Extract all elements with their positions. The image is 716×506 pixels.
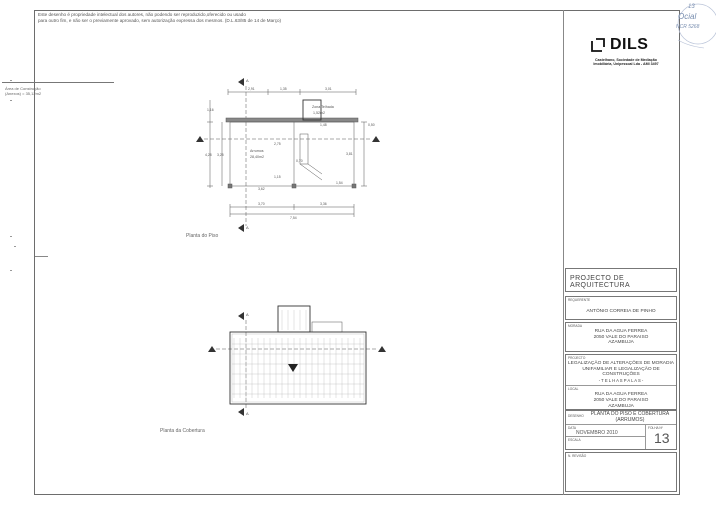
address-label: MORADA — [568, 324, 582, 328]
svg-text:1,48: 1,48 — [320, 123, 327, 127]
section-marker-roof-bottom-icon — [238, 408, 244, 416]
project-type-block: PROJECTO DE ARQUITECTURA — [565, 268, 677, 292]
section-marker-roof-left-icon — [208, 346, 216, 352]
area-value: (Anexos) = 35,12m2 — [5, 91, 42, 96]
room2-area: 28,40m2 — [250, 155, 264, 159]
sheet-label: FOLHA Nº — [648, 426, 663, 430]
margin-mark — [10, 80, 12, 81]
date-label: DATA — [568, 426, 577, 430]
title-block-divider — [563, 10, 564, 495]
location-line-2: 2050 VALE DO PARAISO — [593, 397, 649, 403]
margin-mark — [10, 270, 12, 271]
svg-text:1,35: 1,35 — [280, 87, 287, 91]
project-line-3: - T E L H A S P A L A S - — [598, 377, 644, 383]
svg-text:3,81: 3,81 — [346, 152, 353, 156]
project-label: PROJECTO — [568, 356, 586, 360]
svg-text:1,54: 1,54 — [336, 181, 343, 185]
section-marker-top-icon — [238, 78, 244, 86]
stamp-code: NCR 5268 — [676, 24, 700, 30]
svg-text:3,01: 3,01 — [325, 87, 332, 91]
location-line-1: RUA DA AGUA FERREA — [594, 392, 648, 398]
svg-text:1,16: 1,16 — [207, 108, 214, 112]
notice-line-2: para outro fim, e não ser o previamente … — [38, 18, 282, 23]
notes-label: N. REVISÃO — [568, 454, 587, 458]
address-block: MORADA RUA DA AGUA FERREA 2050 VALE DO P… — [565, 322, 677, 352]
marker-label: A — [246, 225, 249, 230]
marker-label: A — [246, 78, 249, 83]
logo-text: DILS — [610, 36, 649, 53]
sheet-frame — [34, 10, 680, 495]
sheet-cell: FOLHA Nº 13 — [646, 425, 676, 449]
svg-text:4,28: 4,28 — [205, 153, 212, 157]
project-line-1: LEGALIZAÇÃO DE ALTERAÇÕES DE MORADIA — [567, 361, 674, 366]
svg-text:3,70: 3,70 — [258, 202, 265, 206]
area-block: Área de Construção (Anexos) = 35,12m2 — [2, 82, 114, 266]
notice-line-1: Este desenho é propriedade intelectual d… — [38, 12, 246, 17]
scale-label: ESCALA — [568, 438, 581, 442]
margin-mark — [10, 100, 12, 101]
notes-block: N. REVISÃO — [565, 452, 677, 492]
svg-text:3,36: 3,36 — [320, 202, 327, 206]
stamp-number: 13 — [688, 4, 695, 10]
company-tagline: Castelhano, Sociedade de Mediação Imobil… — [576, 58, 676, 67]
svg-text:3,25: 3,25 — [217, 153, 224, 157]
section-marker-roof-top-icon — [238, 312, 244, 320]
drawing-label: DESENHO — [568, 414, 584, 418]
svg-text:1,15: 1,15 — [274, 175, 281, 179]
stamp-signature: Ocial — [678, 12, 697, 21]
copyright-notice: Este desenho é propriedade intelectual d… — [38, 12, 458, 24]
floor-plan-title: Planta do Piso — [186, 233, 219, 239]
drawing-title-line-2: (ARRUMOS) — [615, 416, 645, 423]
svg-text:0,70: 0,70 — [296, 159, 303, 163]
project-type: PROJECTO DE ARQUITECTURA — [570, 275, 631, 289]
section-marker-left-icon — [196, 136, 204, 142]
project-line-2: UNIFAMILIAR E LEGALIZAÇÃO DE CONSTRUÇÕES — [582, 366, 660, 378]
room2-name: Arrumos — [250, 149, 264, 153]
drawing-info-block: DESENHO PLANTA DO PISO E COBERTURA (ARRU… — [565, 410, 677, 450]
address-line-2: 2050 VALE DO PARAISO — [593, 334, 649, 340]
section-marker-roof-right-icon — [378, 346, 386, 352]
location-line-3: AZAMBUJA — [608, 403, 634, 409]
svg-text:2,91: 2,91 — [248, 87, 255, 91]
svg-text:7,54: 7,54 — [290, 216, 297, 220]
drawing-title: PLANTA DO PISO E COBERTURA (ARRUMOS) — [586, 411, 674, 423]
section-marker-bottom-icon — [238, 224, 244, 232]
tagline-line-2: Imobiliária, Unipessoal Lda - AMI 3497 — [593, 62, 659, 67]
roof-slope-arrow-icon — [288, 364, 298, 372]
scale-cell: ESCALA — [566, 437, 646, 449]
project-block: PROJECTO LEGALIZAÇÃO DE ALTERAÇÕES DE MO… — [565, 354, 677, 410]
section-marker-right-icon — [372, 136, 380, 142]
margin-mark — [14, 246, 16, 247]
address-line-1: RUA DA AGUA FERREA — [594, 329, 648, 334]
title-block — [563, 10, 680, 495]
owner-value: ANTÓNIO CORREIA DE PINHO — [586, 309, 656, 314]
date-value: NOVEMBRO 2010 — [576, 430, 618, 436]
owner-block: REQUERENTE ANTÓNIO CORREIA DE PINHO — [565, 296, 677, 320]
drawing-title-row: DESENHO PLANTA DO PISO E COBERTURA (ARRU… — [566, 411, 676, 425]
location-label: LOCAL — [566, 385, 676, 392]
svg-text:3,62: 3,62 — [258, 187, 265, 191]
approval-stamp-icon — [677, 3, 716, 49]
svg-text:0,50: 0,50 — [368, 123, 375, 127]
owner-label: REQUERENTE — [568, 298, 591, 302]
marker-label: A — [246, 411, 249, 416]
sheet-number: 13 — [654, 430, 670, 446]
marker-label: A — [246, 312, 249, 317]
drawing-title-line-1: PLANTA DO PISO E COBERTURA — [590, 411, 670, 417]
svg-text:2,75: 2,75 — [274, 142, 281, 146]
dils-logo-icon — [591, 38, 605, 52]
company-logo: DILS — [590, 36, 648, 54]
room1-area: 1,52m2 — [313, 111, 325, 115]
margin-mark — [10, 236, 12, 237]
room1-name: Zona Telhada — [312, 105, 334, 109]
tagline-line-1: Castelhano, Sociedade de Mediação — [595, 58, 657, 62]
fold-mark — [34, 256, 48, 257]
roof-hatch — [232, 310, 364, 398]
area-label: Área de Construção — [5, 86, 41, 91]
roof-plan-title: Planta da Cobertura — [160, 428, 205, 434]
address-line-3: AZAMBUJA — [608, 340, 634, 346]
date-cell: DATA NOVEMBRO 2010 — [566, 425, 646, 437]
